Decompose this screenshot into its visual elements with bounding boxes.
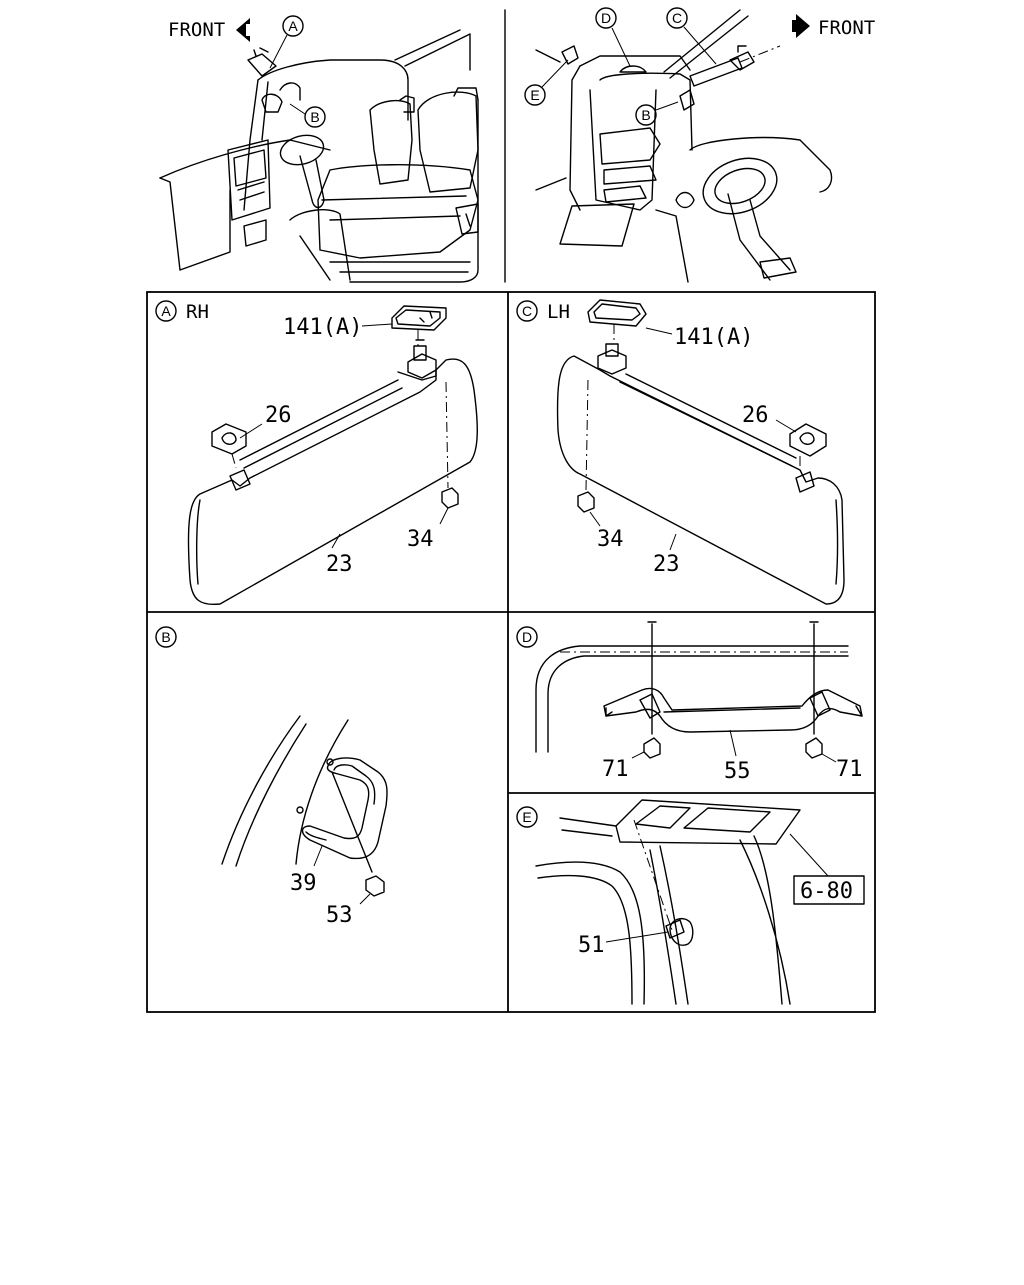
seat-sketch xyxy=(599,127,661,185)
svg-text:B: B xyxy=(310,109,319,125)
part-label-23: 23 xyxy=(326,552,353,577)
panel-b: B 39 53 xyxy=(155,626,388,928)
panel-letter-circle xyxy=(155,626,177,648)
part-label-53: 53 xyxy=(326,903,353,928)
screw-part xyxy=(441,487,459,509)
part-label-55: 55 xyxy=(724,759,751,784)
pillar-outline xyxy=(221,715,307,867)
hook-cover-part xyxy=(587,299,647,327)
seat-cushion-sketch xyxy=(317,164,479,259)
front-arrow-right-icon xyxy=(792,14,810,38)
callout-circle xyxy=(282,15,304,37)
front-label-left: FRONT xyxy=(168,19,225,41)
panel-letter-circle xyxy=(516,806,538,828)
panel-letter: A xyxy=(161,303,171,319)
svg-text:B: B xyxy=(641,107,650,123)
panel-letter: B xyxy=(161,629,170,645)
screw-part xyxy=(805,737,823,759)
pivot-bracket-part xyxy=(407,353,437,379)
part-label-39: 39 xyxy=(290,871,317,896)
roof-grip-part xyxy=(603,687,863,733)
panel-e: E 51 6-80 xyxy=(516,799,865,1005)
sun-visor-body xyxy=(187,358,478,606)
visor-sketch xyxy=(689,57,743,87)
dashboard-outline xyxy=(159,139,331,179)
visor-rod xyxy=(619,373,797,467)
seat-back-sketch xyxy=(369,99,413,185)
part-label-26: 26 xyxy=(742,403,769,428)
pivot-bracket-part xyxy=(597,349,627,375)
hook-cover-part xyxy=(391,305,447,331)
panel-c: C LH 141(A) 26 34 23 xyxy=(516,299,845,605)
overview-left: FRONT A B xyxy=(159,15,479,283)
overview-right: D C FRONT E B xyxy=(524,7,875,283)
panel-letter: D xyxy=(522,629,532,645)
floor-mat-sketch xyxy=(559,203,635,247)
part-label-71-right: 71 xyxy=(836,757,863,782)
sun-visor-body xyxy=(556,355,845,605)
part-label-51: 51 xyxy=(578,933,605,958)
panel-side-label: RH xyxy=(186,301,209,323)
cab-roof-outline xyxy=(257,59,409,121)
steering-wheel-sketch xyxy=(702,157,778,215)
front-label-right: FRONT xyxy=(818,17,875,39)
panel-letter: E xyxy=(522,809,531,825)
reference-box xyxy=(793,875,865,905)
part-label-141a: 141(A) xyxy=(283,315,362,340)
panel-side-label: LH xyxy=(547,301,570,323)
svg-text:D: D xyxy=(601,10,611,26)
screw-part xyxy=(643,737,661,759)
detail-frame xyxy=(146,291,876,1013)
reference-label: 6-80 xyxy=(800,879,853,904)
assist-grip-part xyxy=(301,757,388,860)
screw-part xyxy=(577,491,595,513)
roof-liner-outline xyxy=(535,645,849,753)
part-label-34: 34 xyxy=(597,527,624,552)
visor-holder-part xyxy=(789,423,827,457)
cab-roof-outline xyxy=(579,55,691,71)
roof-console-outline xyxy=(615,799,801,845)
part-label-26: 26 xyxy=(265,403,292,428)
callout-letter: A xyxy=(288,18,298,34)
svg-text:C: C xyxy=(672,10,682,26)
panel-letter: C xyxy=(522,303,532,319)
clip-part xyxy=(669,917,694,946)
visor-sketch xyxy=(247,53,277,77)
front-arrow-left-icon xyxy=(236,18,250,42)
visor-rod xyxy=(239,379,403,469)
svg-text:E: E xyxy=(530,87,539,103)
part-label-23: 23 xyxy=(653,552,680,577)
panel-a: A RH 141(A) 26 34 23 xyxy=(155,300,478,606)
dashboard-outline xyxy=(689,136,833,193)
part-label-141a: 141(A) xyxy=(674,325,753,350)
screw-part xyxy=(365,875,385,897)
panel-d: D 71 55 71 xyxy=(516,621,863,784)
steering-wheel-sketch xyxy=(279,134,325,166)
panel-letter-circle xyxy=(516,300,538,322)
panel-letter-circle xyxy=(155,300,177,322)
part-label-71-left: 71 xyxy=(602,757,629,782)
panel-letter-circle xyxy=(516,626,538,648)
visor-holder-part xyxy=(211,423,247,455)
pillar-outline xyxy=(535,861,646,1005)
part-label-34: 34 xyxy=(407,527,434,552)
